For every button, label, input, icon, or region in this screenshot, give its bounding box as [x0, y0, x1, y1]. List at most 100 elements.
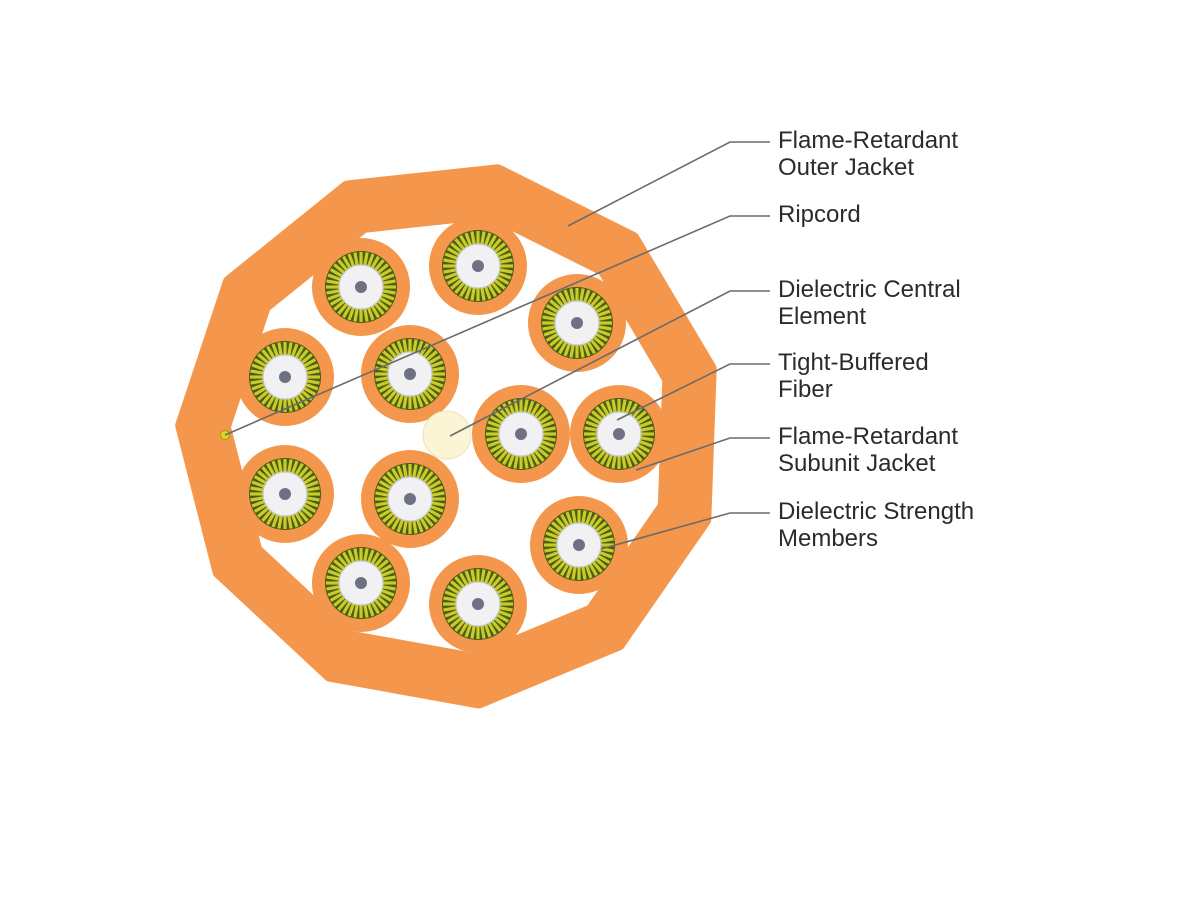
strength-member-yarn [381, 293, 395, 301]
strength-member-yarn [621, 455, 627, 469]
strength-member-yarn [600, 402, 610, 416]
strength-member-yarn [379, 564, 393, 574]
strength-member-yarn [416, 519, 424, 533]
strength-member-yarn [490, 619, 502, 632]
strength-member-yarn [443, 258, 457, 264]
strength-member-yarn [271, 460, 279, 474]
fiber-core [404, 368, 416, 380]
strength-member-yarn [297, 349, 309, 362]
strength-member-yarn [376, 263, 389, 275]
strength-member-yarn [363, 308, 369, 322]
fiber-core [515, 428, 527, 440]
strength-member-yarn [499, 268, 513, 274]
strength-member-yarn [425, 511, 438, 523]
strength-member-yarn [333, 559, 346, 571]
strength-member-yarn [598, 325, 612, 331]
strength-member-yarn [480, 231, 486, 245]
strength-member-yarn [431, 376, 445, 382]
strength-member-yarn [446, 247, 460, 257]
central-element [422, 410, 472, 460]
strength-member-yarn [464, 232, 472, 246]
strength-member-yarn [277, 459, 283, 473]
subunits [236, 217, 668, 653]
strength-member-yarn [450, 278, 463, 290]
strength-member-yarn [391, 517, 401, 531]
strength-member-yarn [563, 289, 571, 303]
label-tight-buffered-fiber: Tight-Buffered Fiber [778, 349, 929, 403]
strength-member-yarn [502, 452, 512, 466]
strength-member-yarn [555, 517, 567, 530]
strength-member-yarn [291, 460, 299, 474]
strength-member-yarn [381, 589, 395, 597]
strength-member-yarn [378, 508, 392, 518]
strength-member-yarn [430, 380, 444, 388]
strength-member-yarn [303, 386, 317, 396]
strength-member-yarn [571, 566, 577, 580]
strength-member-yarn [513, 455, 519, 469]
strength-member-yarn [431, 366, 445, 372]
strength-member-yarn [337, 302, 349, 315]
strength-member-yarn [251, 383, 265, 391]
label-ripcord: Ripcord [778, 201, 861, 228]
strength-member-yarn [375, 501, 389, 507]
strength-member-yarn [600, 452, 610, 466]
strength-member-yarn [634, 410, 647, 422]
strength-member-yarn [250, 369, 264, 375]
strength-member-yarn [250, 496, 264, 502]
strength-member-yarn [539, 443, 553, 453]
strength-member-yarn [640, 426, 654, 432]
strength-member-yarn [294, 395, 304, 409]
strength-member-yarn [523, 455, 529, 469]
subunit [312, 238, 410, 336]
fiber-core [573, 539, 585, 551]
leader-line [224, 215, 770, 436]
strength-member-yarn [363, 252, 369, 266]
strength-member-yarn [625, 454, 633, 468]
strength-member-yarn [412, 464, 418, 478]
strength-member-yarn [597, 309, 611, 317]
strength-member-yarn [378, 383, 392, 393]
strength-member-yarn [257, 353, 270, 365]
strength-member-yarn [294, 345, 304, 359]
label-line: Element [778, 303, 867, 330]
leader-line [600, 512, 770, 550]
strength-member-yarn [480, 625, 486, 639]
strength-member-yarn [326, 585, 340, 591]
strength-member-yarn [428, 355, 442, 365]
strength-member-yarn [444, 590, 458, 598]
strength-member-yarn [588, 563, 598, 577]
strength-member-yarn [569, 344, 575, 358]
strength-member-yarn [487, 572, 497, 586]
strength-member-yarn [412, 339, 418, 353]
strength-member-yarn [600, 537, 614, 543]
label-strength-members: Dielectric Strength Members [778, 498, 974, 552]
strength-member-yarn [484, 624, 492, 638]
strength-member-yarn [381, 273, 395, 281]
strength-member-yarn [464, 286, 472, 300]
strength-member-yarn [581, 566, 587, 580]
strength-member-yarn [493, 616, 506, 628]
strength-member-yarn [541, 420, 555, 428]
strength-member-yarn [459, 622, 469, 636]
strength-member-yarn [611, 455, 617, 469]
strength-member-yarn [305, 383, 319, 391]
strength-member-yarn [300, 353, 313, 365]
strength-member-yarn [271, 397, 279, 411]
strength-member-yarn [545, 551, 559, 559]
strength-member-yarn [333, 263, 346, 275]
strength-member-yarn [303, 475, 317, 485]
strength-member-yarn [470, 569, 476, 583]
strength-member-yarn [595, 406, 607, 419]
strength-member-yarn [464, 624, 472, 638]
strength-member-yarn [637, 443, 651, 453]
strength-member-yarn [586, 291, 596, 305]
label-outer-jacket: Flame-Retardant Outer Jacket [778, 127, 958, 181]
strength-member-yarn [287, 342, 293, 356]
strength-member-yarn [396, 340, 404, 354]
strength-member-yarn [419, 517, 429, 531]
strength-member-yarn [639, 420, 653, 428]
strength-member-yarn [450, 616, 463, 628]
strength-member-yarn [342, 551, 352, 565]
strength-member-yarn [337, 555, 349, 568]
strength-member-yarn [300, 506, 313, 518]
